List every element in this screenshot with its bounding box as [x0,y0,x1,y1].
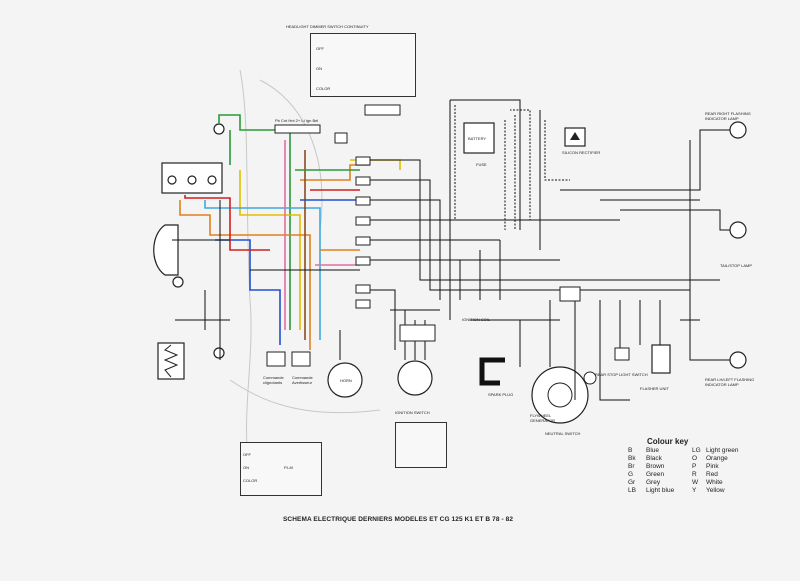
flywheel-label: FLYWHEEL [530,413,552,418]
key-code: R [692,471,697,478]
bottom-grid-row-on: ON [243,465,249,470]
top-grid-row-color: COLOR [316,86,331,91]
diagram-title: SCHEMA ELECTRIQUE DERNIERS MODELES ET CG… [283,516,514,523]
key-name: Blue [646,447,660,454]
key-name: Light blue [646,487,675,494]
horn-label: HORN [340,378,352,383]
rear-stop-switch-label: REAR STOP LIGHT SWITCH [595,372,648,377]
horn-body [327,362,363,398]
ignition-switch-body [397,360,433,396]
spark-plug-label: SPARK PLUG [488,392,514,397]
commande-avertisseur-label: Commande Avertisseur [292,375,313,385]
key-code: O [692,455,698,462]
headlamp [153,224,179,276]
bottom-grid-row-color: COLOR [243,478,258,483]
key-code: G [628,471,634,478]
bottom-switch-table-right [395,422,447,468]
key-name: White [706,479,723,486]
connector-block-top-label: Pb Cnt Hnt 2+ Lt Ign Bel [275,118,319,123]
colour-key-title: Colour key [647,437,689,446]
flasher-label: FLASHER UNIT [640,386,669,391]
fuse-label: FUSE [476,162,487,167]
key-name: Green [646,471,665,478]
rear-rh-label-2: INDICATOR LAMP [705,116,739,121]
rear-lh-label-2: INDICATOR LAMP [705,382,739,387]
key-name: Black [646,455,662,462]
generator-body [531,366,589,424]
ignition-coil-label: IGNITION COIL [462,317,491,322]
rear-lamps [729,121,747,369]
key-name: Red [706,471,718,478]
headlight-switch-label: HEADLIGHT DIMMER SWITCH CONTINUITY [286,24,369,29]
ignition-switch-label: IGNITION SWITCH [395,410,430,415]
key-code: Bk [628,455,636,462]
rear-lh-label: REAR LH/LEFT FLASHING [705,377,755,382]
flasher-box [651,344,671,374]
bottom-switch-table-left [240,442,322,496]
key-name: Light green [706,447,739,454]
key-name: Pink [706,463,719,470]
top-grid-row-on: ON [316,66,322,71]
tail-stop-label: TAIL/STOP LAMP [720,263,753,268]
neutral-switch-label: NEUTRAL SWITCH [545,431,581,436]
commande-clignotants-label: Commande clignotants [263,375,284,385]
key-code: P [692,463,697,470]
battery-label: BATTERY [468,136,487,141]
colour-key: Colour key B Blue Bk Black Br Brown G Gr… [625,437,765,497]
key-code: Br [628,463,635,470]
headlight-switch-table [310,33,416,97]
key-name: Yellow [706,487,725,494]
key-code: LB [628,487,636,494]
generator-label: GENERATOR [530,418,555,423]
key-code: LG [692,447,701,454]
key-code: B [628,447,633,454]
rear-rh-label: REAR RIGHT FLASHING [705,111,751,116]
bottom-grid-row-plm: P.LM [284,465,293,470]
bottom-grid-row-off: OFF [243,452,251,457]
battery-box [463,122,495,154]
key-name: Orange [706,455,728,462]
key-name: Grey [646,479,661,486]
key-name: Brown [646,463,665,470]
top-grid-row-off: OFF [316,46,324,51]
rectifier-label: SILICON RECTIFIER [562,150,601,155]
key-code: W [692,479,699,486]
key-code: Y [692,487,697,494]
key-code: Gr [628,479,636,486]
